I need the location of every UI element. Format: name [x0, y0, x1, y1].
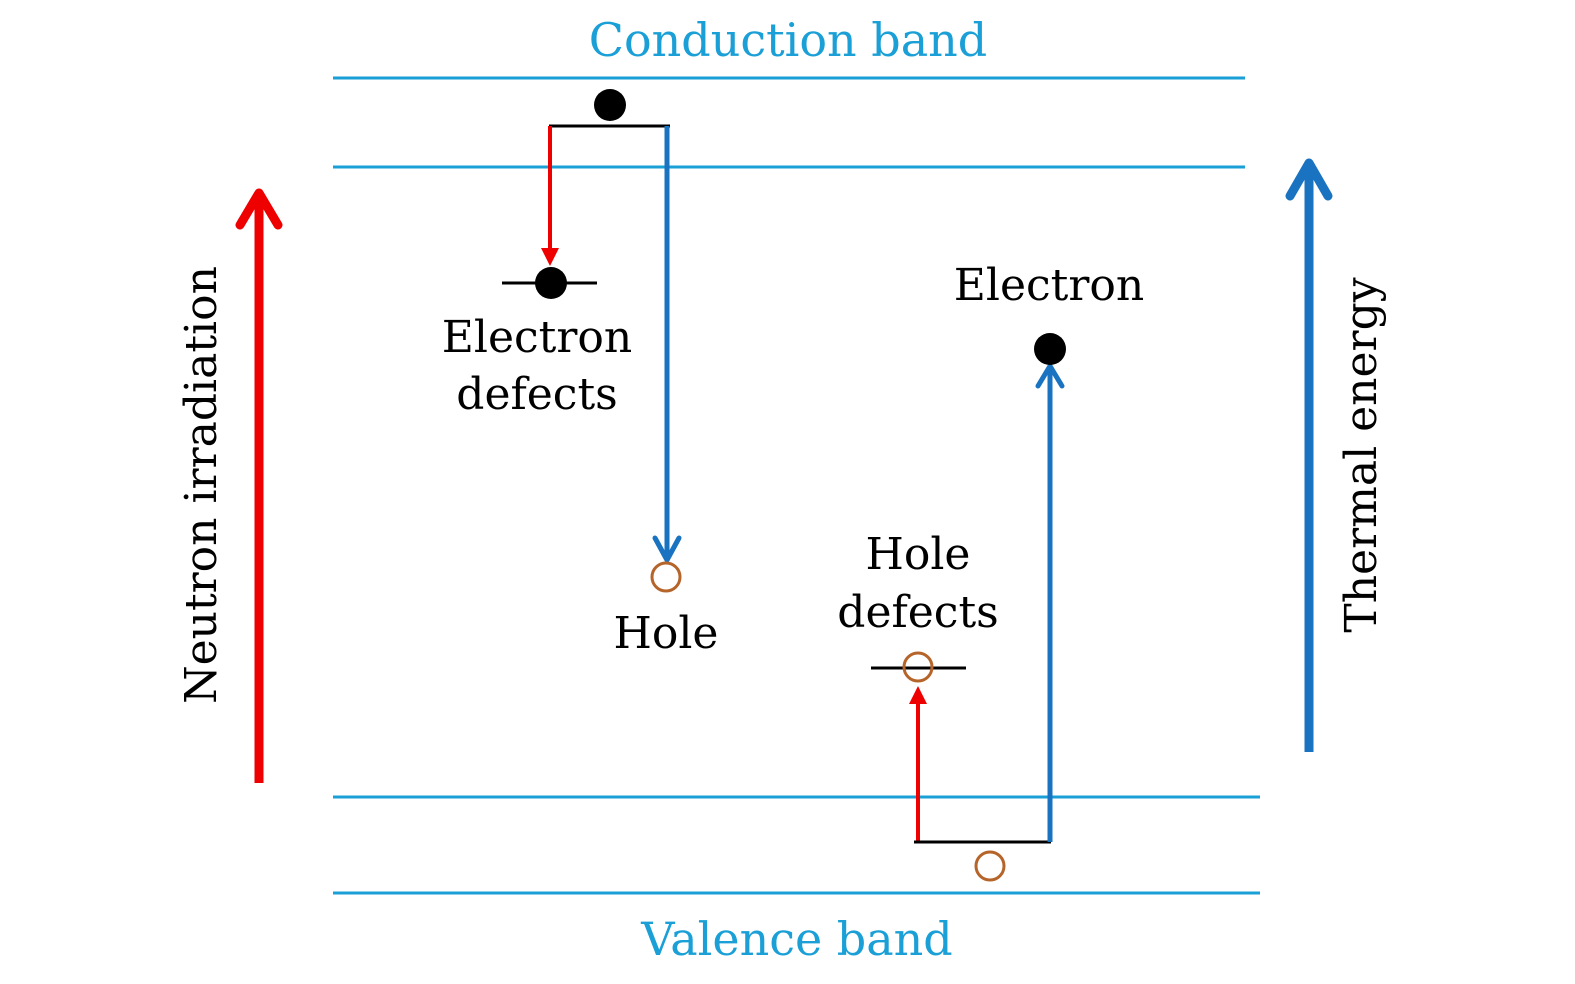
thermal-energy-arrowhead: [1285, 158, 1333, 201]
electron-defects-label-line2: defects: [456, 369, 617, 420]
hole-defects-label-line2: defects: [837, 587, 998, 638]
hole-defect-hole: [902, 651, 934, 683]
neutron-irradiation-arrowhead: [235, 188, 283, 230]
conduction-band-label: Conduction band: [589, 13, 987, 67]
recombination-arrowhead: [652, 535, 682, 563]
excited-electron: [1034, 333, 1066, 365]
thermal-energy-label: Thermal energy: [1336, 277, 1387, 632]
electron-defect-electron: [535, 267, 567, 299]
thermal-excitation-arrowhead: [1035, 363, 1065, 389]
valence-band-label: Valence band: [640, 912, 953, 966]
electron-defects-label-line1: Electron: [442, 312, 632, 363]
neutron-irradiation-label: Neutron irradiation: [176, 266, 227, 704]
hole-defects-label-line1: Hole: [866, 529, 971, 580]
electron-capture-arrowhead: [541, 248, 559, 266]
hole-label: Hole: [614, 608, 719, 659]
valence-hole: [974, 850, 1006, 882]
hole-capture-arrowhead: [909, 686, 927, 704]
hole-circle: [650, 561, 682, 593]
electron-label: Electron: [954, 260, 1144, 311]
conduction-electron: [594, 89, 626, 121]
